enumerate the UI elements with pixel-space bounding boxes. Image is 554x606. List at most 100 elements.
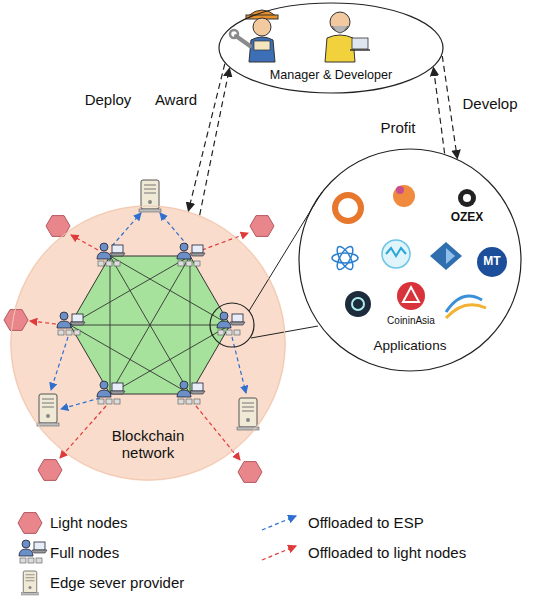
full-nodes (97, 243, 125, 266)
logo-text: OZEX (451, 211, 484, 224)
offload-esp-arrows (61, 398, 100, 409)
node-outline-shape (299, 149, 521, 371)
node-outline (10, 205, 286, 481)
application-circle: Applications (298, 148, 522, 372)
legend-text: Offloaded to ESP (308, 515, 424, 532)
light-nodes (250, 216, 274, 237)
legend-samples (18, 513, 296, 595)
offload-light-arrows (202, 233, 248, 250)
offload-esp-arrows (160, 213, 188, 246)
light-nodes (4, 310, 28, 331)
app-logos (397, 282, 425, 310)
full-nodes (97, 381, 125, 404)
manager-figure (230, 10, 278, 62)
app-logos (446, 248, 455, 264)
legend-samples (22, 571, 39, 595)
legend-text: Light nodes (50, 515, 128, 532)
light-nodes (38, 460, 62, 481)
offload-esp-arrows (51, 213, 246, 409)
app-logos (332, 185, 507, 318)
app-logos (430, 242, 462, 270)
developer-figure (325, 12, 370, 62)
developer-figure (325, 35, 355, 62)
edge-label: Deploy (85, 92, 132, 109)
app-logos (446, 305, 486, 318)
full-nodes (57, 243, 245, 404)
legend-text: Full nodes (50, 545, 119, 562)
node-label: Applications (298, 338, 522, 354)
app-logos (332, 253, 358, 263)
app-logos (463, 194, 471, 202)
edge-servers (37, 180, 259, 430)
app-logos (352, 298, 364, 310)
app-logos (334, 244, 356, 272)
consensus-links (70, 256, 230, 394)
offload-esp-arrows (51, 337, 68, 390)
app-logos (458, 189, 476, 207)
logo-text: MT (483, 255, 500, 268)
edge-label: Profit (380, 120, 415, 137)
offload-light-arrows (60, 406, 106, 458)
light-nodes (4, 216, 274, 483)
developer-figure (350, 49, 370, 51)
developer-figure (352, 38, 368, 49)
offload-light-arrows (30, 233, 248, 460)
node-label: Manager & Developer (218, 68, 444, 82)
dashed-connector (188, 64, 224, 211)
light-nodes (46, 216, 70, 237)
app-logos (403, 287, 419, 302)
app-logos (393, 185, 415, 207)
app-logos (396, 186, 404, 194)
app-logos (334, 244, 356, 272)
offload-light-arrows (30, 321, 56, 324)
dashed-connector (442, 56, 457, 159)
zoom-line (249, 192, 322, 311)
offload-esp-arrows (112, 213, 141, 246)
edge-servers (139, 180, 161, 212)
edge-servers (37, 394, 59, 426)
manager-figure (249, 37, 275, 62)
full-nodes (217, 312, 245, 335)
actor-ellipse: Manager & Developer (218, 2, 444, 94)
manager-figure (253, 18, 271, 36)
zoom-circle (210, 303, 254, 347)
legend-samples (262, 516, 296, 530)
node-outline-shape (219, 3, 443, 93)
developer-figure (332, 26, 348, 33)
edge-label: Develop (462, 96, 517, 113)
light-nodes (238, 462, 262, 483)
node-outline (218, 2, 444, 94)
zoom-line (251, 326, 318, 338)
node-outline-shape (11, 206, 285, 480)
manager-figure (254, 41, 270, 50)
edge-servers (237, 398, 259, 430)
network-ground (10, 205, 286, 481)
logo-text: CoininAsia (387, 315, 435, 326)
app-logos (386, 248, 406, 256)
dashed-connector (433, 67, 444, 153)
app-logos (335, 195, 361, 221)
app-logos (382, 240, 410, 268)
developer-figure (330, 12, 350, 32)
offload-light-arrows (71, 235, 98, 250)
consensus-hexagon (70, 256, 230, 394)
manager-figure (230, 30, 238, 38)
manager-figure (236, 36, 250, 46)
dashed-connector (200, 68, 230, 215)
legend-text: Offloaded to light nodes (308, 545, 466, 562)
network-circle: Blockchain network (10, 205, 286, 481)
legend-samples (262, 546, 296, 560)
node-label: Blockchain network (98, 427, 198, 462)
full-nodes (57, 312, 85, 335)
legend-text: Edge sever provider (50, 575, 184, 592)
offload-light-arrows (196, 406, 240, 460)
app-logos (477, 247, 507, 277)
legend-samples (18, 513, 42, 534)
full-nodes (177, 243, 205, 266)
edge-label: Award (155, 92, 197, 109)
